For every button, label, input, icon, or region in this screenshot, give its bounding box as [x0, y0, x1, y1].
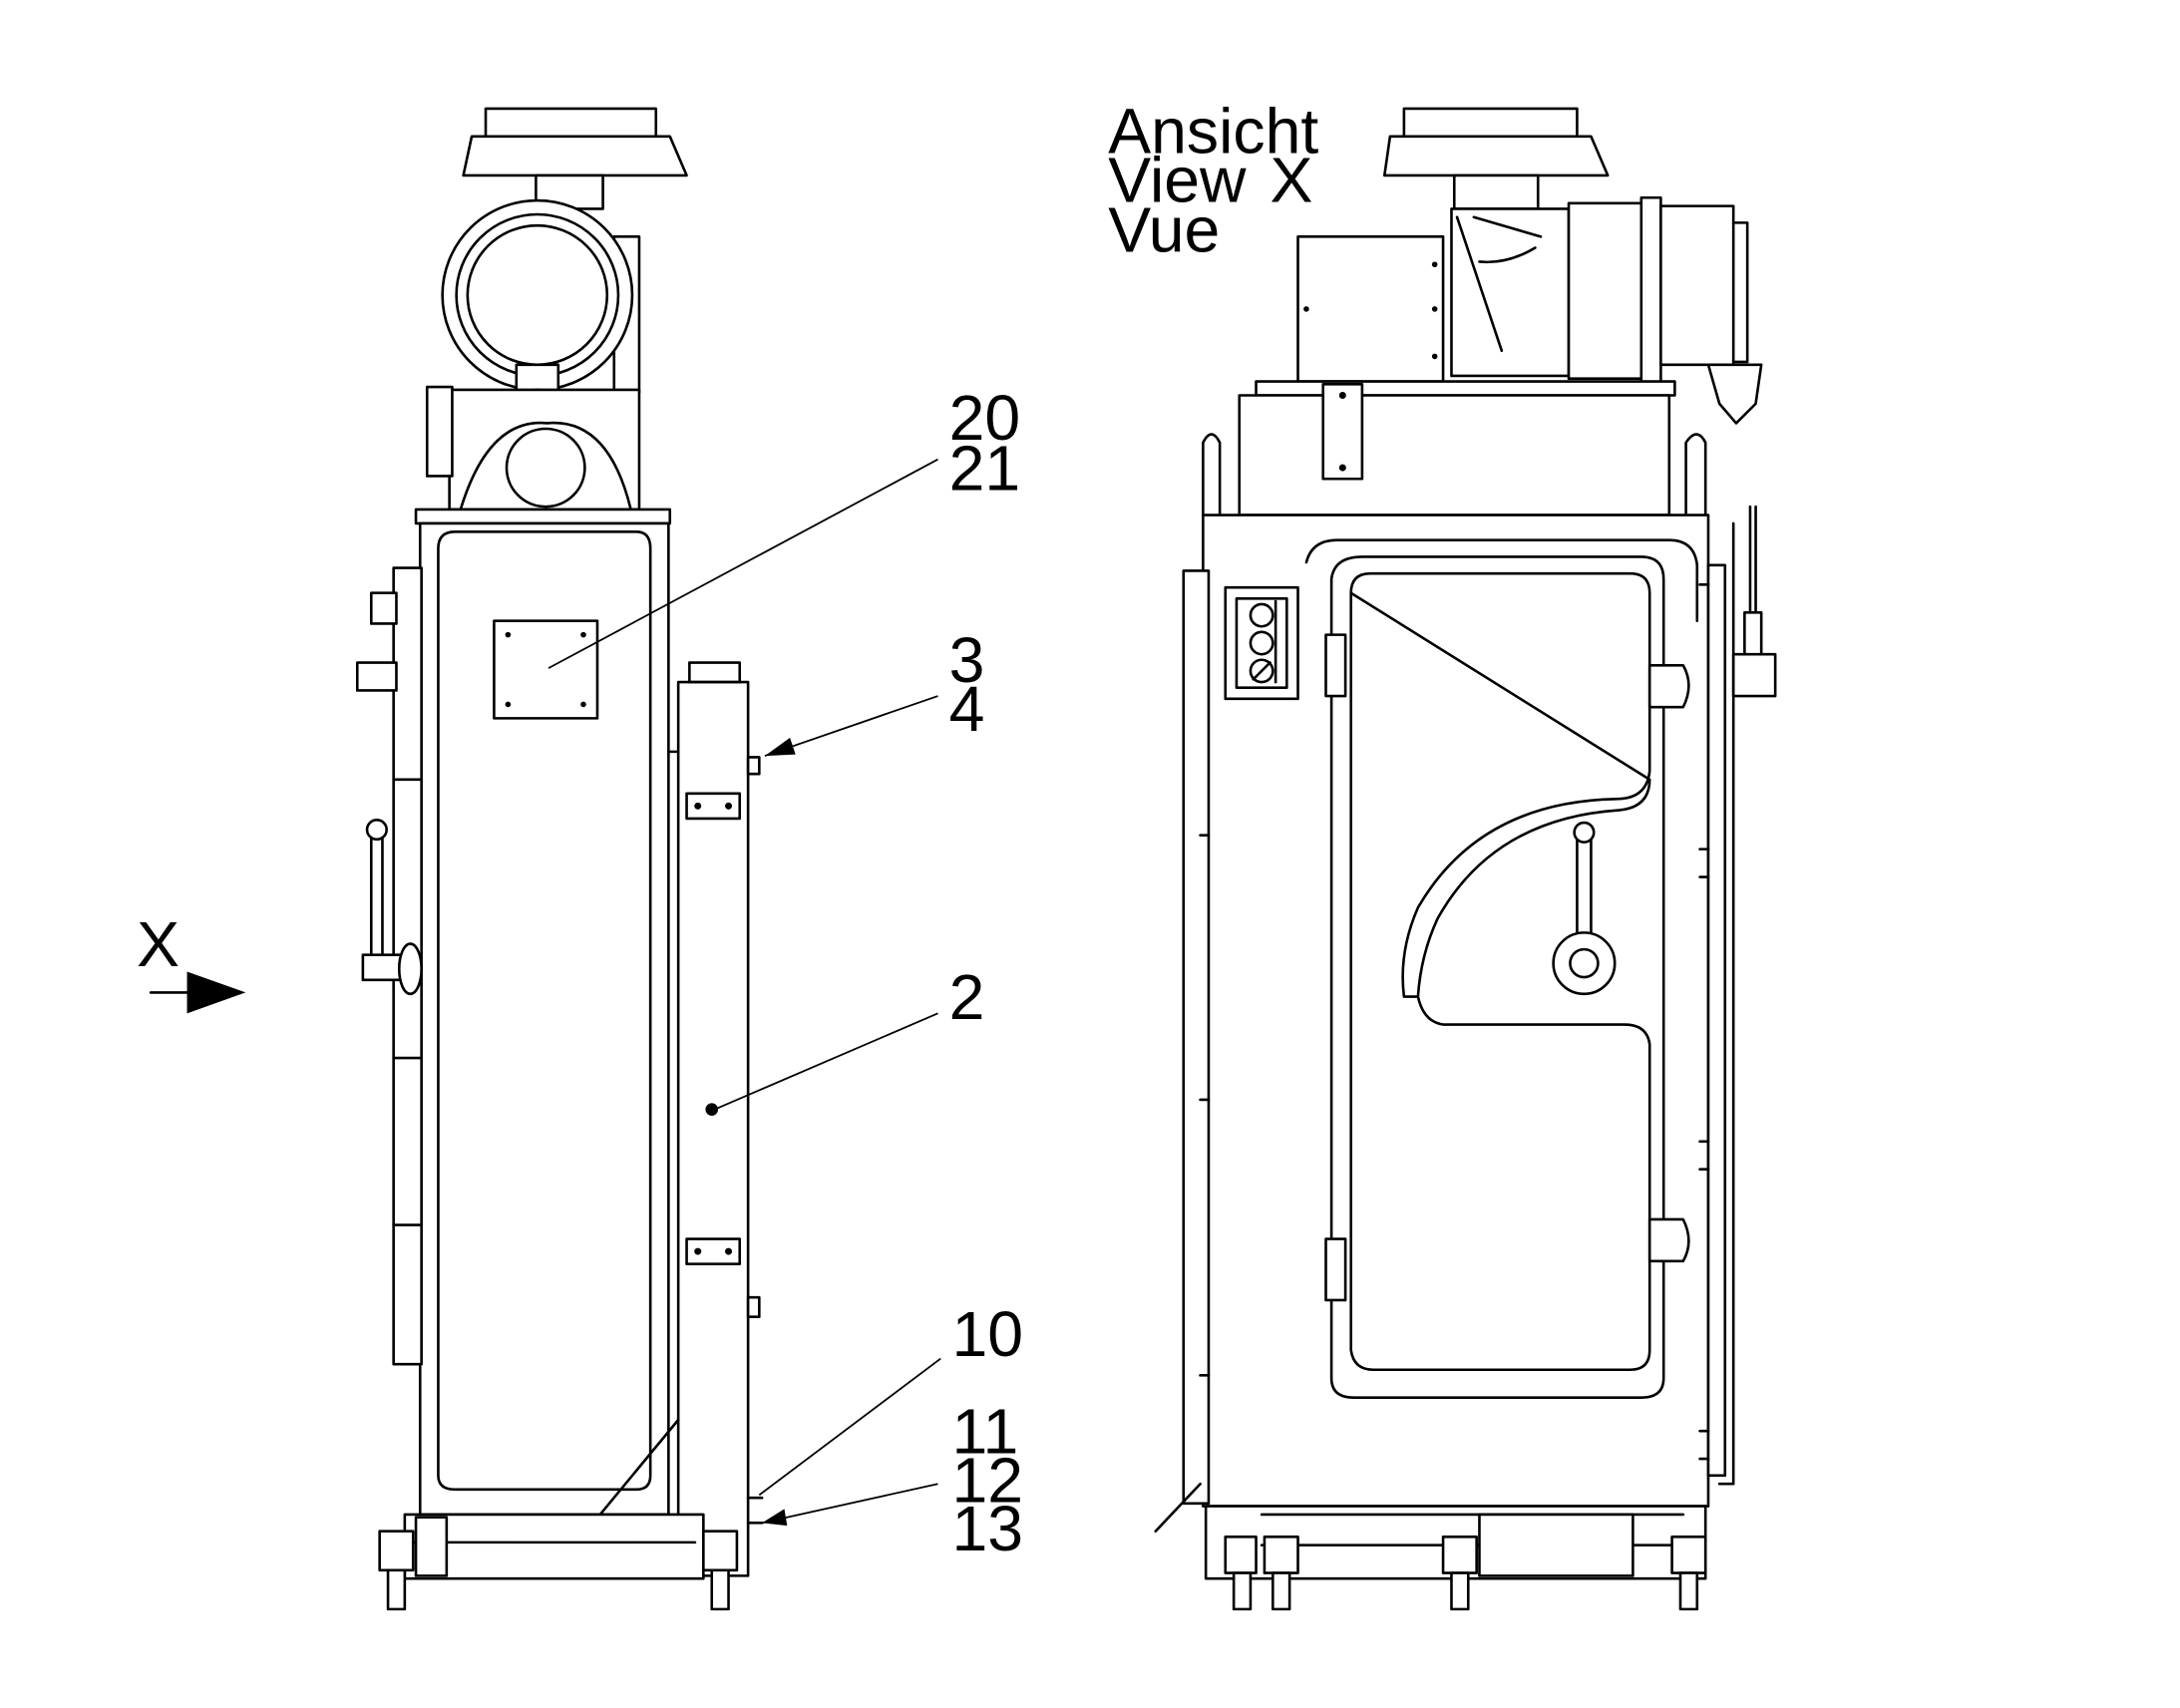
- leader-line-11-13: [762, 1484, 937, 1523]
- callout-2: 2: [949, 961, 985, 1033]
- view-caption: Ansicht View Vue X: [1108, 96, 1318, 266]
- callout-3: 3: [949, 624, 985, 696]
- leader-line-20-21: [548, 460, 937, 668]
- front-view-air-intake: [1298, 197, 1762, 423]
- leader-line-10: [759, 1359, 940, 1496]
- view-arrow-letter: X: [137, 908, 180, 980]
- front-view-control-box: [1226, 587, 1298, 699]
- side-view-housing: [416, 387, 670, 523]
- side-view-base: [380, 1420, 737, 1609]
- callout-11: 11: [951, 1396, 1018, 1468]
- front-view-top: [1203, 382, 1705, 515]
- front-view: [1156, 109, 1775, 1609]
- front-view-cap: [1384, 109, 1608, 209]
- callout-4: 4: [949, 673, 985, 745]
- leader-line-3-4: [765, 696, 938, 756]
- view-direction-arrow: X: [137, 908, 246, 1014]
- front-view-cabinet: [1156, 515, 1708, 1532]
- view-caption-line2: View: [1108, 145, 1247, 216]
- callout-10: 10: [951, 1298, 1023, 1370]
- view-caption-line1: Ansicht: [1108, 96, 1318, 168]
- side-view: [357, 109, 762, 1609]
- side-view-cap: [464, 109, 687, 209]
- side-view-body: [420, 523, 668, 1515]
- callout-20: 20: [949, 382, 1021, 454]
- view-caption-letter: X: [1271, 145, 1313, 216]
- front-view-base: [1206, 1507, 1705, 1609]
- leader-line-2: [715, 1013, 938, 1109]
- side-view-radiator: [670, 663, 762, 1576]
- callout-12: 12: [951, 1444, 1023, 1516]
- side-view-left-fittings: [357, 568, 421, 1365]
- front-view-side-rail: [1201, 507, 1776, 1484]
- callout-13: 13: [951, 1493, 1023, 1564]
- view-caption-line3: Vue: [1108, 194, 1220, 266]
- callout-21: 21: [949, 432, 1021, 504]
- callouts: 20 21 3 4 2 10 11 12 13: [548, 382, 1023, 1564]
